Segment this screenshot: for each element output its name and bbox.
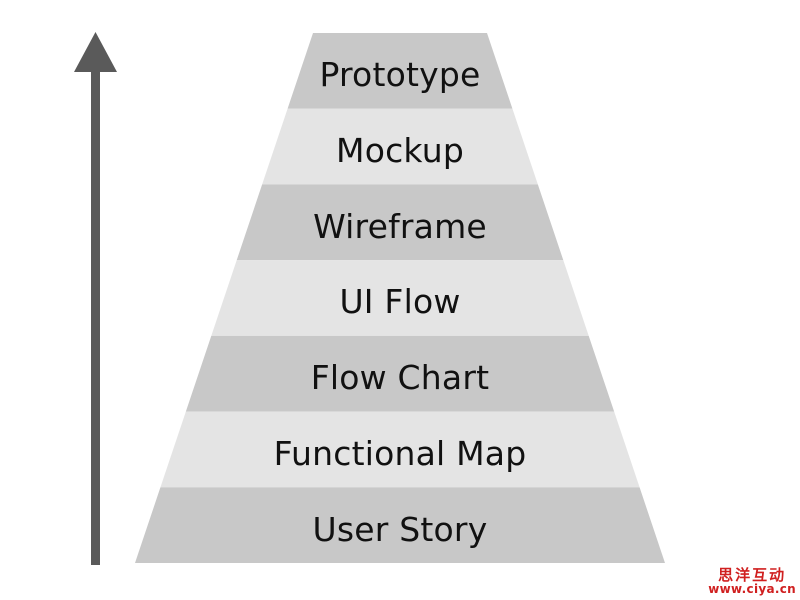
arrow-head: [74, 32, 117, 72]
watermark: 思洋互动 www.ciya.cn: [708, 565, 796, 597]
pyramid-band-wireframe[interactable]: [0, 184, 800, 261]
progress-arrow-icon: [74, 32, 117, 565]
watermark-brand: 思洋互动: [718, 565, 787, 584]
pyramid-band-mockup[interactable]: [0, 108, 800, 185]
pyramid-band-user-story[interactable]: [0, 487, 800, 563]
arrow-shaft: [91, 60, 100, 565]
pyramid-band-prototype[interactable]: [0, 33, 800, 109]
pyramid-bands: [0, 33, 800, 563]
watermark-url: www.ciya.cn: [708, 582, 796, 597]
pyramid-band-functional-map[interactable]: [0, 411, 800, 488]
pyramid-band-flow-chart[interactable]: [0, 335, 800, 412]
pyramid-band-ui-flow[interactable]: [0, 260, 800, 336]
